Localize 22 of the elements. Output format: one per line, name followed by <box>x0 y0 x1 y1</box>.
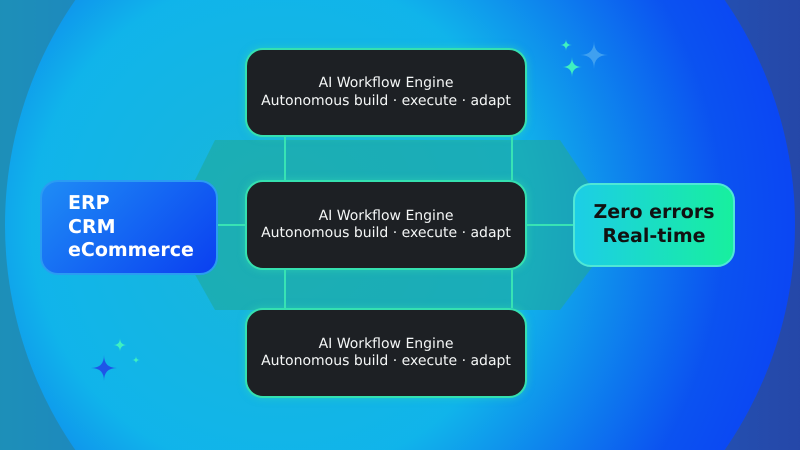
connector-line <box>284 270 286 308</box>
connector-line <box>284 137 286 180</box>
engine-box <box>245 48 527 137</box>
box-text: AI Workflow Engine <box>318 75 454 92</box>
box-text: CRM <box>68 216 116 240</box>
box-text: eCommerce <box>68 239 194 264</box>
box-text: Zero errors <box>593 201 715 225</box>
box-text: Autonomous build · execute · adapt <box>261 225 511 242</box>
source-box <box>40 180 218 275</box>
box-text: AI Workflow Engine <box>318 208 454 225</box>
connector-line <box>511 137 513 180</box>
box-text: Real-time <box>602 225 706 249</box>
engine-box <box>245 180 527 270</box>
result-box <box>573 183 735 267</box>
box-text: ERP <box>68 192 110 216</box>
engine-box <box>245 308 527 398</box>
box-text: Autonomous build · execute · adapt <box>261 92 511 110</box>
connector-line <box>218 224 245 226</box>
connector-line <box>511 270 513 308</box>
box-text: Autonomous build · execute · adapt <box>261 353 511 370</box>
connector-line <box>527 224 573 226</box>
box-text: AI Workflow Engine <box>318 336 454 353</box>
